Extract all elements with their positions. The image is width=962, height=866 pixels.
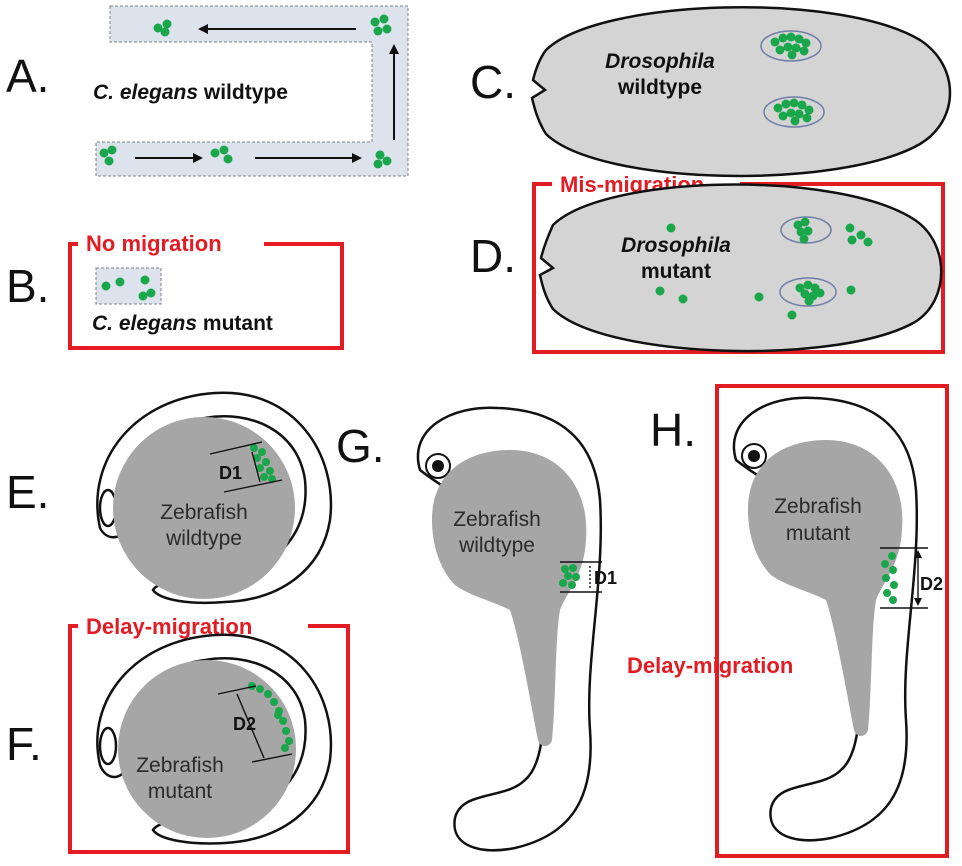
germ-cell-cluster <box>101 275 156 301</box>
germ-cell-cluster <box>559 564 580 589</box>
panel-h-line2: mutant <box>786 522 850 545</box>
panel-e-line1: Zebrafish <box>160 501 248 524</box>
panel-h-letter: H. <box>650 404 696 456</box>
eye-pupil <box>432 460 444 472</box>
distance-label: D2 <box>233 714 256 734</box>
gonad-outline <box>760 30 822 62</box>
panel-e-line2: wildtype <box>165 527 242 550</box>
panel-h: H. D2 Zebrafish mutant Delay-migration <box>627 384 949 858</box>
boundary-line <box>209 441 263 455</box>
panel-b: B. No migration C. elegans mutant <box>6 231 344 350</box>
germ-cell-cluster <box>99 145 117 166</box>
phenotype-box <box>68 624 350 854</box>
yolk <box>118 660 296 838</box>
germ-cell-cluster <box>373 150 392 169</box>
phenotype-label: No migration <box>86 231 222 256</box>
panel-c-species: Drosophila <box>605 50 715 73</box>
panel-a: A. C. elegans wildtype <box>6 5 409 177</box>
panel-f-line2: mutant <box>148 780 212 803</box>
gonad-outline <box>779 277 837 307</box>
phenotype-box <box>715 384 949 858</box>
panel-c-genotype: wildtype <box>617 76 702 99</box>
panel-g-letter: G. <box>336 420 385 472</box>
migration-arrow-icon <box>135 153 203 163</box>
distance-label: D1 <box>219 463 242 483</box>
panel-f-letter: F. <box>6 718 42 770</box>
panel-e-letter: E. <box>6 466 49 518</box>
zebrafish-eye-icon <box>98 726 118 766</box>
eye-pupil <box>748 450 760 462</box>
migration-arrow-icon <box>198 24 356 34</box>
drosophila-embryo <box>538 183 943 353</box>
panel-g: G. D1 Zebrafish wildtype <box>336 406 617 852</box>
germ-cell-cluster <box>881 552 898 604</box>
panel-c-letter: C. <box>470 56 516 108</box>
germ-cell-cluster <box>210 145 233 164</box>
yolk <box>432 450 587 746</box>
panel-b-letter: B. <box>6 260 49 312</box>
germ-cell-cluster <box>770 32 811 60</box>
migration-arrow-icon <box>389 44 399 140</box>
germ-cell-cluster <box>370 14 392 36</box>
boundary-line <box>251 753 293 763</box>
distance-arrow-icon <box>251 451 261 483</box>
germ-cell-cluster <box>248 682 293 752</box>
phenotype-label: Delay-migration <box>627 653 793 678</box>
panel-c: C. Drosophila wildtype <box>470 6 952 178</box>
panel-d-letter: D. <box>470 230 516 282</box>
boundary-line <box>223 479 283 493</box>
panel-f-line1: Zebrafish <box>136 754 224 777</box>
panel-g-line2: wildtype <box>458 534 535 557</box>
panel-h-line1: Zebrafish <box>774 495 862 518</box>
drosophila-embryo <box>530 6 952 178</box>
panel-d-genotype: mutant <box>641 260 711 283</box>
distance-label: D1 <box>594 568 617 588</box>
phenotype-box <box>68 242 344 350</box>
germ-cell-cluster <box>795 280 825 306</box>
panel-e: E. D1 Zebrafish wildtype <box>6 391 333 605</box>
gonad-outline <box>763 96 825 128</box>
panel-g-line1: Zebrafish <box>453 508 541 531</box>
germ-cell-cluster <box>153 19 172 37</box>
germ-cell-cluster <box>773 98 814 126</box>
yolk <box>113 417 295 599</box>
panel-d-species: Drosophila <box>621 234 731 257</box>
scattered-germ-cells <box>655 223 873 320</box>
panel-d: D. Mis-migration Drosophila mutant <box>470 172 945 354</box>
boundary-line <box>217 685 257 695</box>
distance-arrow-icon <box>236 693 265 759</box>
panel-b-label: C. elegans mutant <box>92 312 273 335</box>
yolk <box>748 440 903 736</box>
germ-cell-cluster <box>793 217 813 244</box>
distance-arrow-icon <box>914 550 922 606</box>
panel-f: F. Delay-migration D2 Zebrafish mutant <box>6 614 350 854</box>
distance-label: D2 <box>920 574 943 594</box>
panel-a-label: C. elegans wildtype <box>93 81 288 104</box>
migration-arrow-icon <box>255 153 362 163</box>
panel-a-letter: A. <box>6 50 49 102</box>
